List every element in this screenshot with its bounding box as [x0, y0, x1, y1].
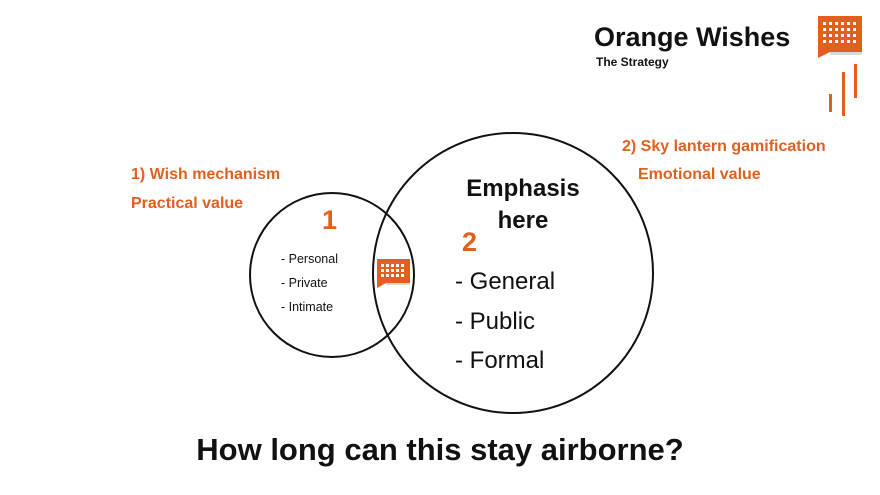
circle-wish-mechanism: [249, 192, 415, 358]
emotional-value-label: Emotional value: [638, 166, 761, 183]
brand-subtitle: The Strategy: [596, 55, 669, 69]
list-item-general: - General: [455, 268, 556, 295]
list-item-personal: - Personal: [281, 252, 338, 266]
list-item-formal: - Formal: [455, 347, 545, 374]
practical-value-label: Practical value: [131, 195, 244, 212]
closing-question: How long can this stay airborne?: [196, 432, 684, 467]
orange-lantern-logo-icon: [818, 16, 862, 116]
sky-lantern-heading: 2) Sky lantern gamification: [622, 138, 826, 155]
wish-mechanism-heading: 1) Wish mechanism: [131, 166, 281, 183]
emphasis-callout: Emphasis here: [448, 173, 598, 237]
circle-number-2: 2: [462, 227, 478, 257]
list-item-private: - Private: [281, 276, 328, 290]
emphasis-line-1: Emphasis: [466, 175, 580, 202]
orange-lantern-icon: [377, 259, 410, 288]
brand-title: Orange Wishes: [594, 22, 791, 52]
emphasis-line-2: here: [497, 207, 549, 234]
circle-sky-lantern: [372, 132, 654, 414]
list-item-public: - Public: [455, 308, 536, 335]
circle-number-1: 1: [322, 205, 338, 235]
list-item-intimate: - Intimate: [281, 300, 334, 314]
